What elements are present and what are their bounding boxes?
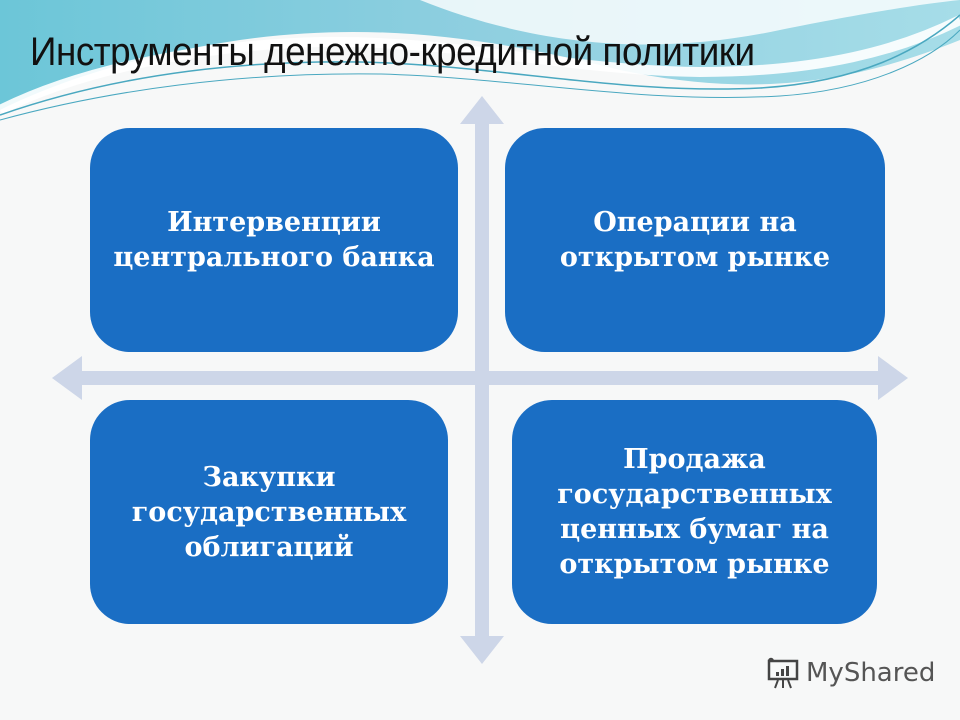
box-text: Интервенции центрального банка <box>113 207 435 273</box>
box-text: Операции на открытом рынке <box>559 207 831 273</box>
box-central-bank-interventions: Интервенции центрального банка <box>90 128 458 352</box>
box-text: Продажа государственных ценных бумаг на … <box>557 444 832 580</box>
box-text: Закупки государственных облигаций <box>131 461 407 563</box>
presentation-board-icon <box>767 657 799 689</box>
watermark-label: MyShared <box>806 658 936 688</box>
slide-title: Инструменты денежно-кредитной политики <box>30 30 755 74</box>
box-securities-sale: Продажа государственных ценных бумаг на … <box>512 400 877 624</box>
box-open-market-operations: Операции на открытом рынке <box>505 128 885 352</box>
box-government-bond-purchases: Закупки государственных облигаций <box>90 400 448 624</box>
watermark-logo: MyShared <box>766 656 935 690</box>
